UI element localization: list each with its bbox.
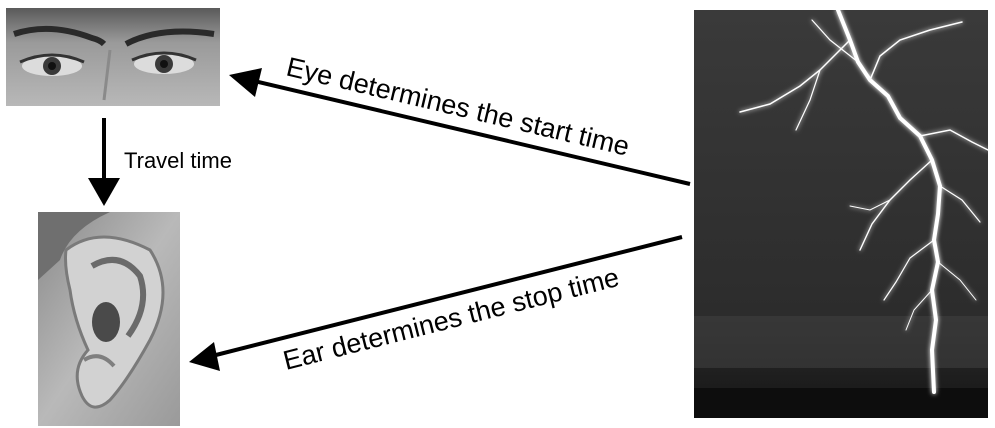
travel-time-arrow: [88, 118, 120, 206]
eye-arrow-label: Eye determines the start time: [284, 52, 633, 162]
ear-photo: [38, 212, 180, 426]
ear-arrow: [189, 237, 682, 371]
travel-time-label: Travel time: [124, 148, 232, 173]
lightning-photo: [694, 10, 988, 418]
eyes-photo: [6, 8, 220, 106]
eye-arrow: [229, 68, 690, 184]
ear-arrow-label: Ear determines the stop time: [280, 262, 622, 376]
